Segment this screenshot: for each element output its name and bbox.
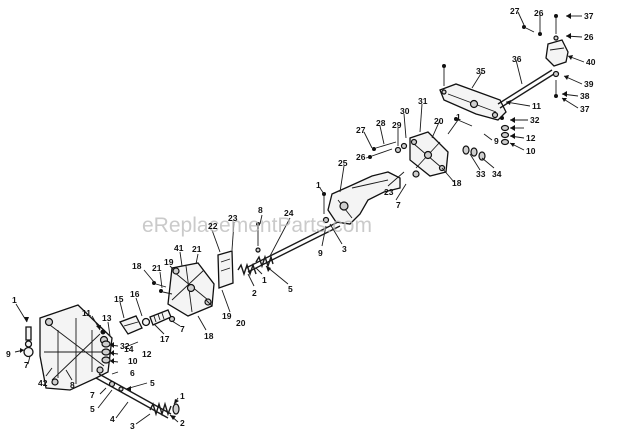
callout-label: 12: [526, 133, 536, 143]
callout-label: 28: [376, 118, 386, 128]
callout-label: 7: [90, 390, 95, 400]
callout-label: 35: [476, 66, 486, 76]
rear-bracket-hardware-part: [368, 141, 420, 178]
callout-label: 8: [70, 380, 75, 390]
callout-label: 5: [150, 378, 155, 388]
callout-label: 7: [180, 324, 185, 334]
callout-label: 22: [208, 221, 218, 231]
callout-label: 11: [532, 101, 541, 111]
callout-label: 26: [534, 8, 544, 18]
callout-label: 5: [288, 284, 293, 294]
callout-label: 1: [316, 180, 321, 190]
callout-label: 20: [236, 318, 246, 328]
callout-label: 39: [584, 79, 594, 89]
callout-label: 26: [584, 32, 594, 42]
callout-label: 10: [128, 356, 138, 366]
callout-label: 27: [510, 6, 520, 16]
callout-label: 19: [164, 257, 174, 267]
top-right-block-part: [545, 39, 569, 67]
watermark-text: eReplacementParts.com: [142, 214, 372, 237]
callout-label: 2: [252, 288, 257, 298]
callout-label: 1: [262, 275, 267, 285]
leader-lines: [14, 11, 585, 425]
callout-label: 27: [356, 125, 366, 135]
callout-label: 8: [258, 205, 263, 215]
callout-label: 26: [356, 152, 366, 162]
callout-label: 11: [82, 308, 91, 318]
callout-label: 10: [526, 146, 536, 156]
front-spring-part: [149, 401, 180, 417]
top-beam-part: [439, 83, 507, 121]
callout-label: 13: [102, 313, 112, 323]
small-bracket-part: [119, 315, 143, 335]
rear-arm-part: [327, 171, 401, 225]
callout-label: 2: [180, 418, 185, 428]
callout-label: 7: [24, 360, 29, 370]
callout-label: 9: [494, 136, 499, 146]
callout-label: 42: [38, 378, 48, 388]
middle-bracket-screws-part: [152, 281, 176, 323]
callout-label: 38: [580, 91, 590, 101]
callout-label: 3: [130, 421, 135, 431]
callout-label: 18: [204, 331, 214, 341]
callout-label: 1: [456, 112, 461, 122]
callout-label: 34: [492, 169, 502, 179]
callout-label: 18: [132, 261, 142, 271]
callout-label: 29: [392, 120, 402, 130]
left-bolt-part: [23, 326, 34, 358]
callout-label: 25: [338, 158, 348, 168]
top-right-nut-stack-part: [500, 116, 510, 146]
callout-label: 7: [396, 200, 401, 210]
rear-bracket-part: [409, 131, 449, 177]
callout-label: 30: [400, 106, 410, 116]
top-right-screws-part: [522, 14, 560, 98]
callout-label: 17: [160, 334, 170, 344]
top-beam-bolts-part: [441, 64, 473, 127]
callout-label: 37: [580, 104, 590, 114]
callout-label: 41: [174, 243, 184, 253]
callout-label: 16: [130, 289, 140, 299]
front-shaft-part: [95, 373, 172, 419]
callout-label: 36: [512, 54, 522, 64]
callout-label: 20: [434, 116, 444, 126]
callout-label: 23: [228, 213, 238, 223]
callout-label: 1: [12, 295, 17, 305]
callout-label: 24: [284, 208, 294, 218]
callout-label: 12: [142, 349, 152, 359]
callout-label: 37: [584, 11, 594, 21]
adjusting-screw-part: [141, 309, 172, 327]
callout-label: 32: [530, 115, 540, 125]
callout-label: 33: [476, 169, 486, 179]
front-washers-part: [108, 380, 124, 392]
callout-label: 18: [452, 178, 462, 188]
callout-label: 31: [418, 96, 428, 106]
callout-label: 5: [90, 404, 95, 414]
callout-label: 3: [342, 244, 347, 254]
callout-label: 14: [124, 344, 134, 354]
upper-bolt-part: [255, 222, 261, 253]
middle-bracket-part: [167, 262, 215, 317]
rear-washers-part: [462, 145, 486, 161]
lever-plate-part: [217, 250, 234, 289]
callout-label: 9: [318, 248, 323, 258]
callout-label: 40: [586, 57, 596, 67]
callout-label: 1: [180, 391, 185, 401]
callout-label: 21: [152, 263, 162, 273]
callout-labels: 1 9 7 42 8 11 13 15 16 32 12 10 14 6 5 7…: [6, 6, 596, 431]
callout-label: 15: [114, 294, 124, 304]
callout-label: 32: [120, 341, 130, 351]
callout-label: 4: [110, 414, 115, 424]
callout-label: 9: [6, 349, 11, 359]
callout-label: 21: [192, 244, 202, 254]
left-nuts-stack-part: [100, 329, 111, 364]
callout-label: 19: [222, 311, 232, 321]
callout-label: 6: [130, 368, 135, 378]
callout-label: 23: [384, 187, 394, 197]
